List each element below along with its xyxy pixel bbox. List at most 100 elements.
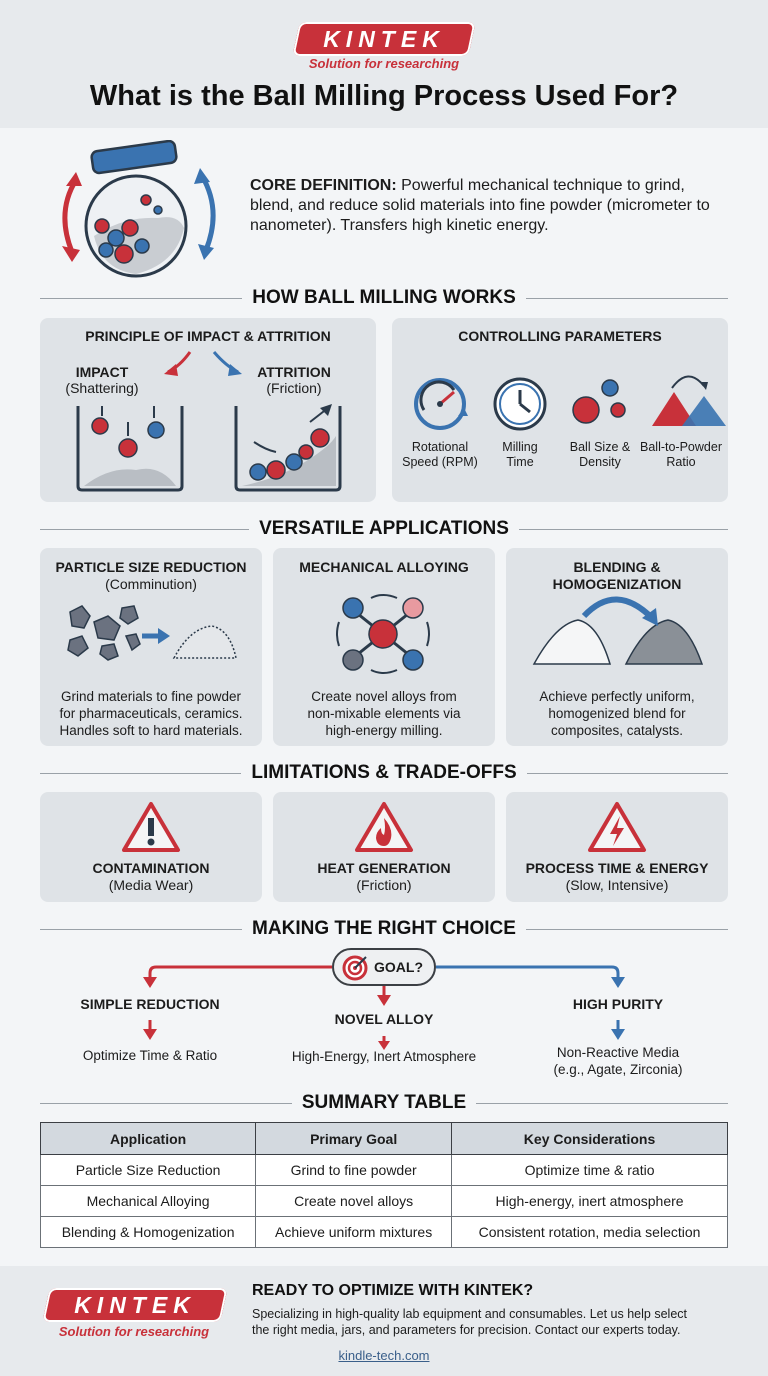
column-header: Primary Goal: [255, 1122, 453, 1155]
principle-card: PRINCIPLE OF IMPACT & ATTRITION IMPACT (…: [40, 318, 376, 502]
summary-table: Application Primary Goal Key Considerati…: [39, 1122, 728, 1248]
limit-title: PROCESS TIME & ENERGY: [525, 860, 709, 876]
target-icon: [342, 955, 368, 981]
ratio-icon: [652, 375, 726, 426]
choice-left-label: SIMPLE REDUCTION: [80, 996, 220, 1012]
param-time-label-2: Time: [506, 455, 534, 469]
section-heading-limits: LIMITATIONS & TRADE-OFFS: [40, 762, 728, 784]
section-heading-choice: MAKING THE RIGHT CHOICE: [40, 918, 728, 940]
goal-label: GOAL?: [374, 959, 423, 975]
heading-choice-text: MAKING THE RIGHT CHOICE: [242, 918, 526, 939]
param-time-label-1: Milling: [502, 440, 538, 454]
table-cell: Blending & Homogenization: [39, 1216, 257, 1248]
app-subtitle: (Comminution): [105, 576, 197, 592]
table-row: Mechanical Alloying Create novel alloys …: [39, 1185, 728, 1217]
warning-flame-icon: [355, 802, 413, 852]
table-cell: Grind to fine powder: [255, 1154, 453, 1186]
choice-center-desc: High-Energy, Inert Atmosphere: [291, 1049, 477, 1064]
core-definition-text: Powerful mechanical technique to grind, …: [250, 177, 710, 234]
heading-summary-text: SUMMARY TABLE: [291, 1092, 477, 1113]
app-desc-line-1: Grind materials to fine powder: [60, 689, 242, 704]
attrition-title: ATTRITION: [257, 364, 331, 380]
molecule-icon: [336, 594, 430, 674]
attrition-subtitle: (Friction): [266, 380, 322, 396]
table-cell: Create novel alloys: [255, 1185, 453, 1217]
table-cell: Particle Size Reduction: [39, 1154, 257, 1186]
column-header: Key Considerations: [451, 1122, 728, 1155]
cta-title: READY TO OPTIMIZE WITH KINTEK?: [252, 1282, 534, 1299]
app-title-line-2: HOMOGENIZATION: [552, 576, 682, 592]
cta-line-2: the right media, jars, and parameters fo…: [252, 1323, 681, 1337]
page-title: What is the Ball Milling Process Used Fo…: [89, 80, 679, 112]
app-desc-line-3: Handles soft to hard materials.: [59, 723, 243, 738]
crushing-icon: [67, 605, 237, 661]
choice-right-desc-2: (e.g., Agate, Zirconia): [553, 1062, 683, 1077]
decision-arrows: [143, 965, 625, 1050]
limit-subtitle: (Friction): [356, 877, 412, 893]
limit-title: HEAT GENERATION: [317, 860, 451, 876]
app-desc-line-2: non-mixable elements via: [307, 706, 461, 721]
clock-icon: [493, 377, 547, 431]
app-desc-line-3: composites, catalysts.: [550, 723, 684, 738]
milling-jar-icon: [62, 140, 216, 278]
app-card-alloying: MECHANICAL ALLOYING Create novel alloys …: [273, 548, 495, 746]
table-header-row: Application Primary Goal Key Considerati…: [39, 1122, 728, 1155]
app-desc-line-3: high-energy milling.: [325, 723, 443, 738]
app-title: PARTICLE SIZE REDUCTION: [55, 559, 247, 575]
table-cell: High-energy, inert atmosphere: [451, 1185, 728, 1217]
table-cell: Achieve uniform mixtures: [255, 1216, 453, 1248]
app-title: MECHANICAL ALLOYING: [299, 559, 469, 575]
app-desc-line-1: Create novel alloys from: [311, 689, 457, 704]
app-desc-line-2: for pharmaceuticals, ceramics.: [59, 706, 243, 721]
section-heading-summary: SUMMARY TABLE: [40, 1092, 728, 1114]
param-ratio-label-1: Ball-to-Powder: [640, 440, 722, 454]
warning-lightning-icon: [588, 802, 646, 852]
cta-line-1: Specializing in high-quality lab equipme…: [252, 1307, 687, 1321]
limit-card-process-time: PROCESS TIME & ENERGY (Slow, Intensive): [506, 792, 728, 902]
choice-center-label: NOVEL ALLOY: [334, 1011, 434, 1027]
limit-card-heat: HEAT GENERATION (Friction): [273, 792, 495, 902]
table-cell: Optimize time & ratio: [451, 1154, 728, 1186]
param-ball-label-2: Density: [579, 455, 621, 469]
impact-attrition-diagram: [76, 351, 342, 492]
blending-icon: [532, 596, 704, 665]
core-definition-label: CORE DEFINITION:: [250, 177, 397, 194]
app-desc-line-1: Achieve perfectly uniform,: [539, 689, 695, 704]
table-row: Particle Size Reduction Grind to fine po…: [39, 1154, 728, 1186]
parameter-icons: [414, 375, 726, 431]
table-cell: Mechanical Alloying: [39, 1185, 257, 1217]
param-rpm-label-2: Speed (RPM): [402, 455, 478, 469]
column-header: Application: [39, 1122, 257, 1155]
limit-subtitle: (Media Wear): [108, 877, 194, 893]
footer-logo-tagline: Solution for researching: [58, 1324, 210, 1339]
warning-exclamation-icon: [122, 802, 180, 852]
footer-logo-text: KINTEK: [74, 1292, 196, 1318]
limit-title: CONTAMINATION: [92, 860, 210, 876]
heading-how-text: HOW BALL MILLING WORKS: [242, 287, 526, 308]
heading-limits-text: LIMITATIONS & TRADE-OFFS: [241, 762, 527, 783]
heading-apps-text: VERSATILE APPLICATIONS: [249, 518, 519, 539]
website-link[interactable]: kindle-tech.com: [338, 1348, 430, 1363]
param-ball-label-1: Ball Size &: [569, 440, 631, 454]
parameters-title: CONTROLLING PARAMETERS: [458, 328, 662, 344]
choice-right-desc-1: Non-Reactive Media: [556, 1045, 680, 1060]
param-rpm-label-1: Rotational: [411, 440, 469, 454]
balls-icon: [572, 379, 626, 424]
parameters-card: CONTROLLING PARAMETERS Rotational Spee: [392, 318, 728, 502]
header-band: [0, 0, 768, 128]
limit-subtitle: (Slow, Intensive): [565, 877, 669, 893]
section-heading-how: HOW BALL MILLING WORKS: [40, 287, 728, 309]
logo-tagline: Solution for researching: [308, 56, 460, 71]
impact-subtitle: (Shattering): [65, 380, 139, 396]
choice-left-desc: Optimize Time & Ratio: [82, 1048, 218, 1063]
logo-text: KINTEK: [323, 26, 445, 52]
section-heading-apps: VERSATILE APPLICATIONS: [40, 518, 728, 540]
speedometer-icon: [414, 378, 468, 430]
choice-right-label: HIGH PURITY: [572, 996, 664, 1012]
app-card-size-reduction: PARTICLE SIZE REDUCTION (Comminution) Gr…: [40, 548, 262, 746]
impact-title: IMPACT: [75, 364, 129, 380]
param-ratio-label-2: Ratio: [666, 455, 696, 469]
cta-text: Specializing in high-quality lab equipme…: [252, 1306, 742, 1338]
app-card-blending: BLENDING & HOMOGENIZATION Achieve perfec…: [506, 548, 728, 746]
limit-card-contamination: CONTAMINATION (Media Wear): [40, 792, 262, 902]
